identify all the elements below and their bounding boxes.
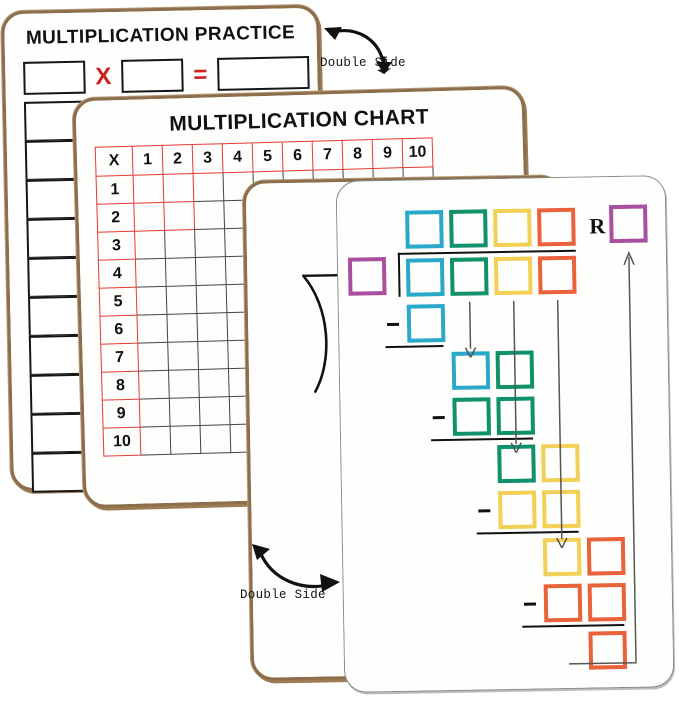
quotient-digit-box[interactable] — [405, 210, 444, 249]
chart-cell[interactable] — [136, 286, 167, 316]
chart-column-header: 8 — [342, 139, 373, 170]
double-side-label: Double Side — [240, 588, 326, 602]
quotient-digit-box[interactable] — [449, 209, 488, 248]
dividend-digit-box[interactable] — [493, 256, 533, 296]
remainder-arrow-icon — [569, 250, 637, 665]
chart-cell[interactable] — [163, 201, 195, 231]
chart-column-header: 3 — [192, 143, 223, 174]
chart-column-header: 1 — [132, 145, 164, 176]
double-side-arrow-icon — [252, 544, 340, 592]
dividend-digit-box[interactable] — [449, 257, 489, 296]
chart-row-header: 8 — [101, 371, 140, 401]
chart-cell[interactable] — [168, 369, 200, 399]
chart-cell[interactable] — [134, 230, 166, 260]
chart-cell[interactable] — [164, 229, 196, 259]
chart-row-header: 1 — [96, 175, 134, 205]
double-side-label: Double Side — [320, 56, 406, 70]
chart-cell[interactable] — [139, 398, 171, 428]
double-side-arrow-icon — [324, 27, 392, 74]
chart-column-header: 10 — [402, 137, 433, 168]
remainder-box[interactable] — [609, 204, 648, 244]
chart-column-header: 5 — [252, 142, 283, 172]
work-digit-box[interactable] — [406, 304, 446, 343]
chart-cell[interactable] — [167, 341, 199, 371]
chart-cell[interactable] — [136, 314, 168, 344]
division-worksheet-layer: R — [337, 176, 674, 692]
chart-cell[interactable] — [165, 257, 197, 287]
factor1-field[interactable] — [23, 60, 86, 95]
chart-row-header: 3 — [97, 231, 136, 261]
bring-down-arrow-icon — [510, 300, 522, 453]
quotient-digit-box[interactable] — [493, 208, 532, 248]
chart-column-header: 6 — [282, 141, 313, 172]
chart-cell[interactable] — [195, 256, 227, 286]
work-digit-box[interactable] — [452, 397, 492, 436]
double-side-annotation-top: Double Side — [318, 18, 448, 88]
chart-cell[interactable] — [199, 396, 231, 426]
chart-cell[interactable] — [197, 340, 229, 370]
double-side-annotation-bottom: Double Side — [238, 540, 388, 630]
chart-cell[interactable] — [133, 174, 164, 204]
long-division-color-board[interactable]: R — [335, 175, 675, 693]
chart-cell[interactable] — [163, 173, 194, 203]
chart-cell[interactable] — [166, 313, 198, 343]
chart-cell[interactable] — [196, 284, 227, 314]
chart-cell[interactable] — [137, 342, 169, 372]
chart-cell[interactable] — [194, 228, 226, 258]
chart-row-header: 4 — [98, 259, 137, 289]
factor2-field[interactable] — [121, 58, 184, 93]
divisor-box[interactable] — [347, 257, 387, 296]
bring-down-arrow-icon — [556, 300, 568, 549]
product-field[interactable] — [217, 55, 310, 91]
chart-row-header: 2 — [96, 203, 135, 233]
bring-down-arrow-icon — [464, 301, 477, 358]
chart-cell[interactable] — [135, 258, 167, 288]
chart-cell[interactable] — [166, 285, 197, 315]
chart-cell[interactable] — [200, 424, 231, 454]
chart-column-header: 7 — [312, 140, 343, 171]
minus-sign — [387, 322, 400, 326]
minus-sign — [523, 602, 536, 606]
chart-cell[interactable] — [170, 425, 201, 455]
chart-cell[interactable] — [140, 426, 171, 456]
minus-sign — [478, 509, 491, 513]
chart-cell[interactable] — [198, 368, 230, 398]
work-digit-box[interactable] — [497, 490, 537, 530]
chart-cell[interactable] — [138, 370, 170, 400]
chart-column-header: 9 — [372, 138, 403, 169]
chart-column-header: 4 — [222, 142, 253, 173]
chart-row-header: 10 — [103, 427, 141, 457]
chart-corner-label: X — [95, 146, 134, 177]
chart-row-header: 5 — [99, 287, 137, 317]
quotient-digit-box[interactable] — [537, 207, 576, 247]
chart-column-header: 2 — [162, 144, 194, 175]
remainder-label: R — [589, 213, 606, 239]
chart-cell[interactable] — [169, 397, 201, 427]
division-bracket-stem — [397, 252, 401, 297]
chart-cell[interactable] — [193, 172, 224, 202]
chart-cell[interactable] — [193, 200, 225, 230]
chart-cell[interactable] — [133, 202, 165, 232]
chart-row-header: 6 — [99, 315, 138, 345]
equals-operator: = — [193, 60, 208, 88]
chart-cell[interactable] — [196, 312, 228, 342]
chart-row-header: 9 — [102, 399, 141, 429]
chart-row-header: 7 — [100, 343, 139, 373]
subtraction-rule — [385, 345, 444, 349]
multiply-operator: X — [95, 62, 112, 90]
dividend-digit-box[interactable] — [405, 258, 445, 297]
minus-sign — [432, 416, 445, 419]
equation-row: X = — [23, 55, 310, 95]
